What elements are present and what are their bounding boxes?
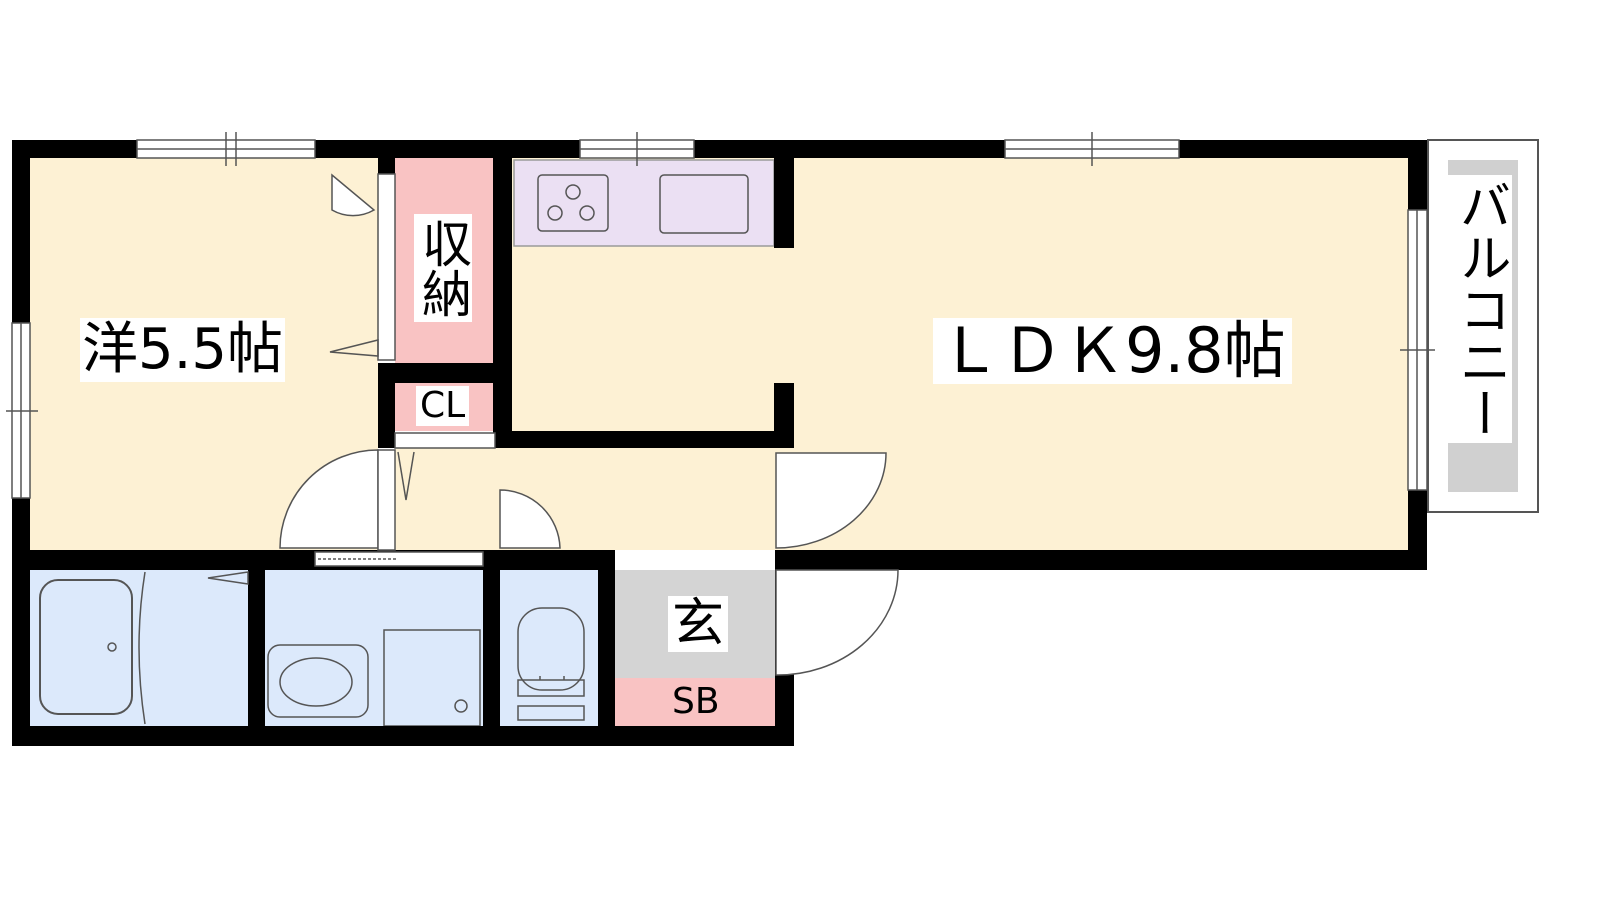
shower-curtain-icon [138, 571, 146, 725]
balcony-label: バルコニー [1448, 175, 1512, 443]
western-room-label: 洋5.5帖 [80, 317, 286, 382]
storage-label: 収納 [414, 214, 472, 322]
sliding-door-marks [207, 339, 415, 585]
toilet-icon [517, 607, 585, 721]
shoe-box-floor [615, 678, 775, 726]
washbasin-icon [267, 644, 369, 718]
window-marks [6, 132, 1435, 498]
washbasin-bowl-icon [279, 657, 353, 707]
stove-icon [537, 174, 609, 232]
washroom-floor [265, 570, 483, 726]
doors [279, 173, 899, 676]
shoe-box-label: SB [672, 681, 720, 722]
bathtub-drain-icon [107, 642, 117, 652]
closet-label: CL [416, 386, 470, 426]
sink-icon [659, 174, 749, 234]
washer-drain-icon [454, 699, 468, 713]
toilet-floor [500, 570, 598, 726]
ldk-label: ＬＤＫ9.8帖 [933, 318, 1292, 384]
entrance-label: 玄 [668, 596, 729, 652]
bathtub-icon [39, 579, 133, 715]
hallway-floor [395, 438, 775, 550]
